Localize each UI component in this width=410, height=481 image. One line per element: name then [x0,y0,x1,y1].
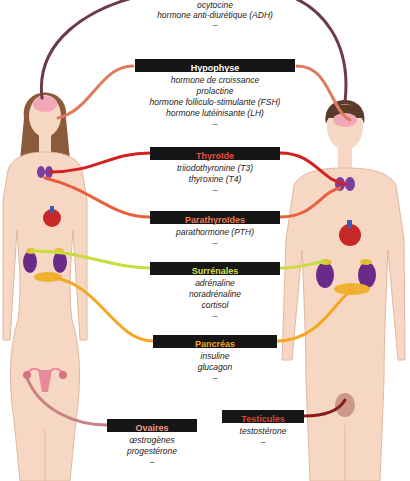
hormone-name: hormone lutéinisante (LH) [135,108,295,119]
gland-name: Thyroïde [196,151,234,161]
leader-line [27,378,107,425]
gland-label: Hypophyse hormone de croissanceprolactine… [135,59,295,130]
gland-name: Testicules [241,414,284,424]
leader-line [290,0,346,102]
brain [33,96,57,112]
gland-label: ocytocinehormone anti-diurétique (ADH)– [157,0,273,30]
ovary [59,371,67,379]
hormone-name: adrénaline [150,278,280,289]
hormone-name: noradrénaline [150,289,280,300]
hormone-name: œstrogènes [107,435,197,446]
hormone-name: progestérone [107,446,197,457]
leader-line [280,153,345,184]
gland-label: Testicules testostérone– [222,410,304,448]
hormone-name: – [150,185,280,196]
hormone-name: hormone folliculo-stimulante (FSH) [135,97,295,108]
gland-band: Ovaires [107,419,197,432]
gland-label: Ovaires œstrogènesprogestérone– [107,419,197,468]
hormone-name: parathormone (PTH) [150,227,280,238]
hormone-name: insuline [153,351,277,362]
hormone-name: – [157,20,273,30]
thyroid [37,166,45,178]
leader-line [55,278,153,341]
hormone-name: hormone de croissance [135,75,295,86]
body [3,152,87,481]
gland-band: Thyroïde [150,147,280,160]
leader-line [297,66,350,120]
vessel [347,220,352,228]
gland-band: Hypophyse [135,59,295,72]
leader-line [280,188,340,217]
hormone-name: testostérone [222,426,304,437]
leader-line [31,251,150,268]
leader-line [304,400,345,416]
head [29,95,61,137]
gland-label: Surrénales adrénalinenoradrénalinecortiso… [150,262,280,322]
leader-line [45,178,150,217]
hormone-name: hormone anti-diurétique (ADH) [157,10,273,20]
gland-band: Surrénales [150,262,280,275]
leader-line [41,0,140,98]
hormone-name: – [150,311,280,322]
hormone-name: prolactine [135,86,295,97]
hormone-name: thyroxine (T4) [150,174,280,185]
hormone-name: – [107,457,197,468]
hormone-name: – [153,373,277,384]
gland-band: Parathyroïdes [150,211,280,224]
hormone-name: – [150,238,280,249]
gland-name: Pancréas [195,339,235,349]
gland-label: Parathyroïdes parathormone (PTH)– [150,211,280,249]
hormone-name: ocytocine [157,0,273,10]
hormone-name: – [222,437,304,448]
gland-band: Pancréas [153,335,277,348]
hormone-name: triiodothyronine (T3) [150,163,280,174]
gland-name: Surrénales [192,266,239,276]
gland-band: Testicules [222,410,304,423]
leader-line [58,66,133,118]
uterus [38,370,52,392]
gland-name: Ovaires [135,423,168,433]
hormone-name: cortisol [150,300,280,311]
head [327,104,363,150]
gland-label: Pancréas insulineglucagon– [153,335,277,384]
leg-gap [345,425,346,481]
gland-label: Thyroïde triiodothyronine (T3)thyroxine (… [150,147,280,196]
leader-line [277,290,352,341]
hormone-name: – [135,119,295,130]
testes [335,393,355,417]
leader-line [280,262,326,268]
kidney [23,251,37,273]
adrenal [360,259,372,265]
hormone-name: glucagon [153,362,277,373]
gland-name: Hypophyse [191,63,240,73]
kidney [316,262,334,288]
leg-gap [45,430,46,481]
hair [20,93,70,161]
leader-line [50,153,150,172]
vessel [50,206,54,213]
gland-name: Parathyroïdes [185,215,245,225]
